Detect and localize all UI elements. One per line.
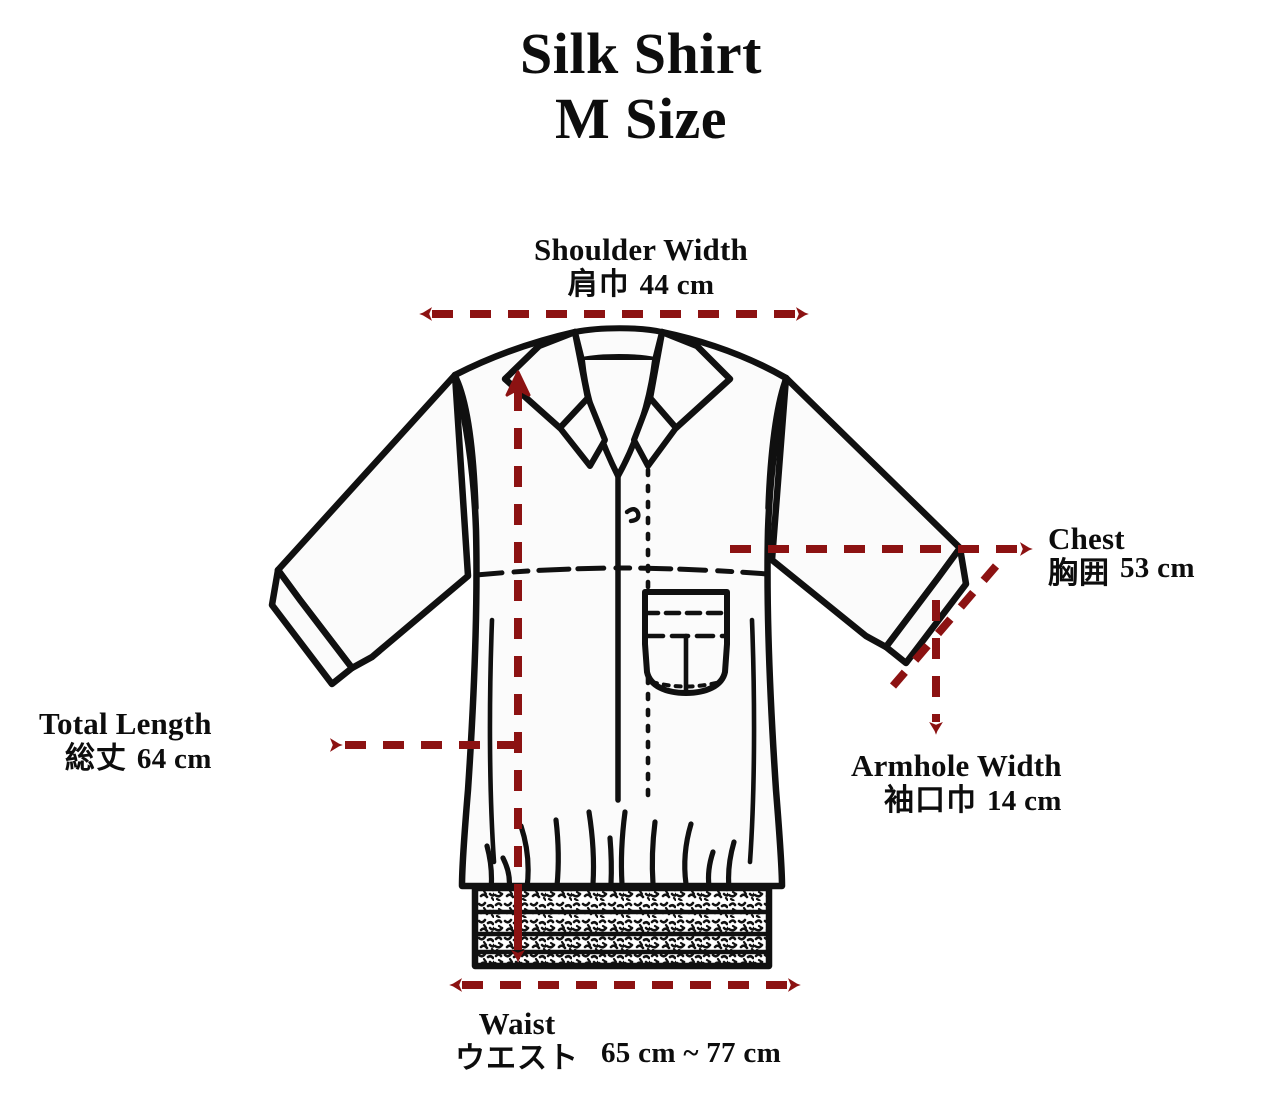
hem-band	[471, 884, 773, 970]
armhole-width-label-row: 袖口巾 14 cm	[851, 782, 1062, 819]
title-line-1: Silk Shirt	[520, 21, 762, 86]
waist-label-jp: ウエスト	[455, 1040, 579, 1076]
chest-label-jp: 胸囲	[1048, 555, 1110, 591]
left-cuff	[268, 566, 356, 688]
lapel-right	[631, 395, 679, 469]
chest-label-row: 胸囲 53 cm	[1048, 552, 1195, 592]
title-line-2: M Size	[554, 85, 728, 151]
lapel-left	[557, 395, 608, 469]
armhole-guide	[889, 563, 1000, 689]
total-length-label-row: 総丈 64 cm	[39, 740, 212, 777]
shoulder-width-label-jp: 肩巾	[567, 266, 630, 302]
armhole-width-label-jp: 袖口巾	[883, 782, 977, 818]
chest-value: 53 cm	[1120, 551, 1195, 584]
label-total-length: Total Length 総丈 64 cm	[39, 706, 212, 777]
label-shoulder-width: Shoulder Width 肩巾 44 cm	[534, 232, 748, 303]
left-shoulder-seam	[452, 372, 479, 511]
waist-label-en: Waist	[478, 1006, 556, 1041]
chest-label-en: Chest	[1048, 521, 1125, 556]
page-title: Silk Shirt M Size	[0, 21, 1282, 152]
right-shoulder-seam	[765, 375, 789, 511]
button-icon	[624, 507, 641, 524]
armhole-width-label-en: Armhole Width	[851, 748, 1062, 783]
armhole-width-value: 14 cm	[986, 784, 1062, 817]
dimension-lines	[329, 307, 1033, 992]
drape-right	[747, 617, 757, 865]
collar-stand	[572, 325, 665, 363]
shoulder-width-value: 44 cm	[639, 268, 715, 301]
shoulder-width-label-row: 肩巾 44 cm	[534, 266, 748, 303]
chest-pocket	[642, 589, 730, 696]
total-length-value: 64 cm	[136, 742, 212, 775]
hem-gathers	[484, 809, 737, 893]
drape-left	[487, 617, 497, 865]
right-cuff	[882, 544, 970, 667]
waist-label-stack: Waist ウエスト	[455, 1006, 579, 1077]
label-waist: Waist ウエスト 65 cm ~ 77 cm	[455, 1006, 781, 1077]
label-chest: Chest 胸囲 53 cm	[1048, 521, 1195, 592]
total-length-label-en: Total Length	[39, 706, 212, 741]
shoulder-width-label-en: Shoulder Width	[534, 232, 748, 267]
waist-value: 65 cm ~ 77 cm	[601, 1037, 782, 1069]
total-length-top-head	[505, 370, 531, 397]
shirt-illustration	[268, 325, 970, 970]
total-length-label-jp: 総丈	[64, 740, 127, 776]
label-armhole-width: Armhole Width 袖口巾 14 cm	[851, 748, 1062, 819]
